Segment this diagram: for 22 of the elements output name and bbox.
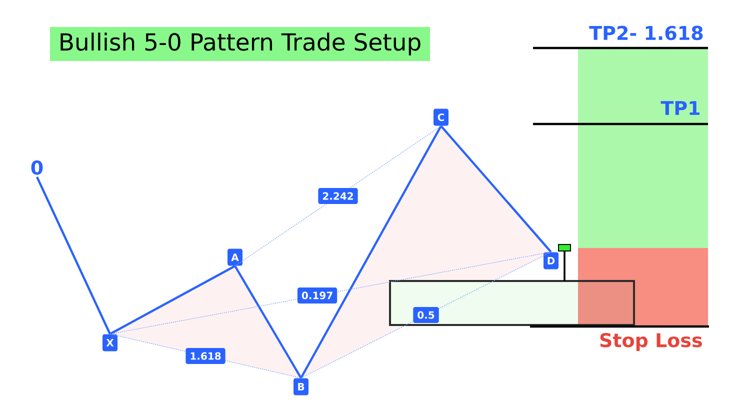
ratio-label: 0.197 bbox=[297, 287, 338, 304]
point-label: D bbox=[544, 252, 558, 270]
target-label: TP1 bbox=[660, 101, 700, 115]
ratio-line bbox=[300, 252, 552, 378]
pattern-leg bbox=[440, 125, 552, 253]
pattern-leg bbox=[109, 265, 236, 335]
point-label: A bbox=[228, 248, 242, 266]
ratio-line bbox=[234, 126, 442, 266]
point-label: C bbox=[434, 108, 448, 126]
ratio-label: 0.5 bbox=[413, 307, 439, 323]
ratio-line bbox=[110, 252, 552, 334]
pattern-leg bbox=[234, 265, 302, 379]
ratio-label: 1.618 bbox=[186, 348, 226, 364]
point-label: 0 bbox=[31, 160, 43, 175]
point-label: B bbox=[294, 378, 308, 396]
stop-loss-label: Stop Loss bbox=[600, 332, 702, 352]
ratio-label: 2.242 bbox=[318, 188, 358, 204]
point-label: X bbox=[102, 334, 118, 352]
pattern-leg bbox=[300, 125, 442, 379]
pattern-leg bbox=[36, 176, 111, 334]
target-label: TP2- 1.618 bbox=[589, 26, 703, 40]
title-banner: Bullish 5-0 Pattern Trade Setup bbox=[50, 27, 430, 61]
